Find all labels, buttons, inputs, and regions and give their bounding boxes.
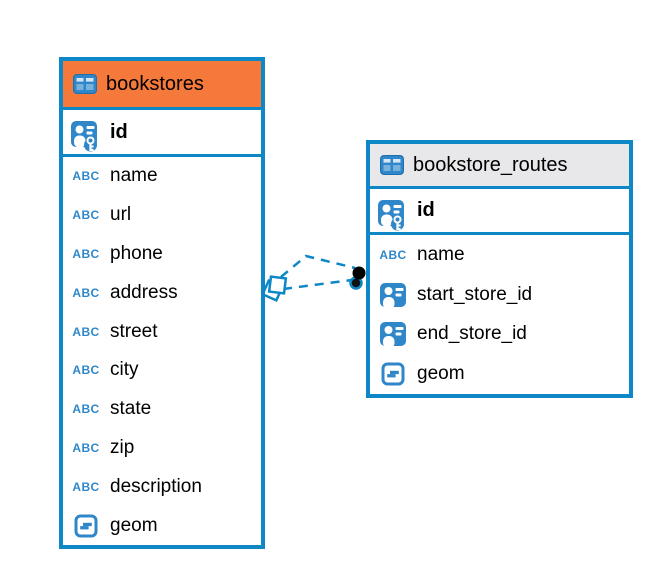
- header-divider: [63, 107, 261, 110]
- abc-text-type-icon: ABC: [72, 169, 100, 184]
- table-icon: [380, 155, 404, 175]
- column-row[interactable]: geom: [63, 506, 261, 545]
- column-row[interactable]: ABC name: [63, 157, 261, 196]
- entity-header-bookstores[interactable]: bookstores: [63, 61, 261, 107]
- relationship-line-lower[interactable]: [282, 278, 353, 291]
- table-name: bookstores: [106, 72, 204, 95]
- header-divider: [370, 186, 629, 189]
- column-name: phone: [110, 242, 163, 264]
- person-key-icon: [71, 119, 101, 152]
- column-list: ABC name start_store_i: [370, 235, 629, 394]
- abc-text-type-icon: ABC: [72, 208, 100, 223]
- abc-text-type-icon: ABC: [72, 324, 100, 339]
- geometry-type-icon: [71, 514, 101, 538]
- pk-divider: [63, 154, 261, 157]
- column-name: start_store_id: [417, 283, 533, 305]
- column-name: city: [110, 359, 139, 381]
- column-row-pk[interactable]: id: [63, 110, 261, 154]
- primary-key-name: id: [110, 120, 128, 143]
- column-row[interactable]: ABC url: [63, 196, 261, 235]
- column-row-pk[interactable]: id: [370, 189, 629, 232]
- column-row[interactable]: ABC city: [63, 351, 261, 390]
- column-name: geom: [417, 363, 465, 385]
- column-name: state: [110, 398, 152, 420]
- column-name: url: [110, 204, 132, 226]
- column-name: name: [110, 165, 158, 187]
- pk-divider: [370, 232, 629, 235]
- table-icon: [73, 74, 97, 94]
- entity-bookstores[interactable]: bookstores: [59, 57, 265, 549]
- relationship-dot-marker[interactable]: [349, 266, 366, 290]
- column-name: end_store_id: [417, 323, 527, 345]
- column-row[interactable]: ABC state: [63, 390, 261, 429]
- column-row[interactable]: ABC name: [370, 235, 629, 275]
- abc-text-type-icon: ABC: [72, 402, 100, 417]
- column-row[interactable]: ABC description: [63, 467, 261, 506]
- column-name: geom: [110, 514, 158, 536]
- column-row[interactable]: ABC street: [63, 312, 261, 351]
- column-row[interactable]: ABC address: [63, 273, 261, 312]
- column-row[interactable]: end_store_id: [370, 315, 629, 355]
- table-name: bookstore_routes: [413, 153, 568, 176]
- abc-text-type-icon: ABC: [72, 363, 100, 378]
- column-name: description: [110, 475, 202, 497]
- column-row[interactable]: start_store_id: [370, 275, 629, 315]
- column-row[interactable]: ABC phone: [63, 235, 261, 274]
- geometry-type-icon: [378, 362, 408, 386]
- column-list: ABC name ABC url ABC phone ABC address A…: [63, 157, 261, 545]
- column-name: address: [110, 281, 178, 303]
- relationship-diamond-marker[interactable]: [260, 275, 288, 303]
- person-fk-icon: [378, 322, 408, 347]
- column-row[interactable]: geom: [370, 354, 629, 394]
- abc-text-type-icon: ABC: [72, 285, 100, 300]
- abc-text-type-icon: ABC: [72, 246, 100, 261]
- column-name: zip: [110, 436, 135, 458]
- person-key-icon: [378, 198, 408, 230]
- entity-header-bookstore-routes[interactable]: bookstore_routes: [370, 144, 629, 186]
- relationship-line-upper[interactable]: [280, 254, 356, 278]
- person-fk-icon: [378, 282, 408, 307]
- column-name: street: [110, 320, 158, 342]
- abc-text-type-icon: ABC: [72, 479, 100, 494]
- abc-text-type-icon: ABC: [72, 440, 100, 455]
- abc-text-type-icon: ABC: [379, 247, 407, 262]
- column-row[interactable]: ABC zip: [63, 429, 261, 468]
- primary-key-name: id: [417, 199, 435, 221]
- column-name: name: [417, 243, 465, 265]
- entity-bookstore-routes[interactable]: bookstore_routes: [366, 140, 633, 398]
